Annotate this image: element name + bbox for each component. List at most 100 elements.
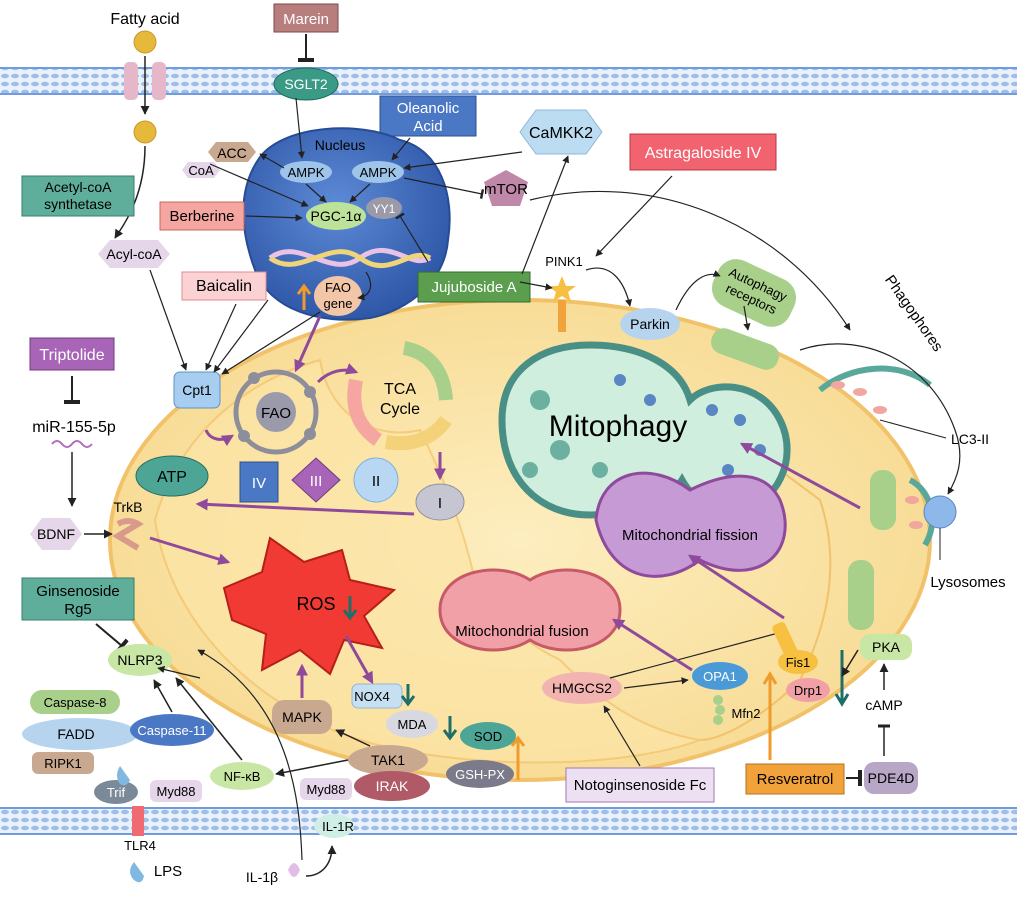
lps-icon [130, 862, 144, 883]
fatty-acid-icon-inner [133, 120, 157, 144]
ampk-left-label: AMPK [288, 165, 325, 180]
tca-label-1: TCA [384, 381, 416, 398]
yy1-node [366, 197, 402, 219]
acyl-coa-label: Acyl-coA [106, 246, 162, 262]
fatty-acid-label: Fatty acid [110, 11, 179, 28]
ripk1-node [32, 752, 94, 774]
mapk-label: MAPK [282, 709, 322, 725]
nucleus-label: Nucleus [315, 137, 366, 153]
complex-ii-label: II [372, 473, 380, 490]
mito-fusion-label: Mitochondrial fusion [455, 623, 588, 640]
jujuboside-label: Jujuboside A [431, 279, 516, 296]
mitochondrial-fission: Mitochondrial fission [594, 471, 787, 578]
pink1-label: PINK1 [545, 254, 583, 269]
nfkb-label: NF-κB [224, 769, 261, 784]
lysosomes-label: Lysosomes [930, 574, 1005, 591]
oleanolic-acid-box [379, 95, 477, 137]
parkin-label: Parkin [630, 316, 670, 332]
irak-node [354, 771, 430, 801]
pgc1a-label: PGC-1α [311, 208, 362, 224]
fao-gene-label-2: gene [324, 296, 353, 311]
notoginsenoside-label: Notoginsenoside Fc [574, 777, 707, 794]
mda-label: MDA [398, 717, 427, 732]
myd88-right-label: Myd88 [306, 782, 345, 797]
resveratrol-label: Resveratrol [757, 771, 834, 788]
bdnf-node [30, 518, 82, 550]
ginsenoside-label-2: Rg5 [64, 601, 92, 618]
fao-cycle [233, 369, 319, 455]
phagophores-label: Phagophores [881, 272, 946, 355]
mfn2-label: Mfn2 [732, 706, 761, 721]
parkin-node [620, 308, 680, 340]
autophagy-receptors-node [711, 259, 797, 327]
dna-helix-icon [268, 248, 432, 268]
bottom-membrane [0, 807, 1017, 835]
atp-label: ATP [157, 469, 187, 486]
atp-node [135, 455, 209, 497]
mirna-icon [51, 440, 93, 448]
acyl-coa-node [98, 240, 170, 268]
tca-label-2: Cycle [380, 401, 420, 418]
irak-label: IRAK [376, 778, 409, 794]
nfkb-node [210, 762, 274, 790]
ampk-left-node [280, 161, 332, 183]
complex-iv-node [239, 461, 279, 503]
il1r-node [314, 814, 354, 838]
pink1-star-icon [548, 276, 576, 302]
nlrp3-node [108, 644, 172, 676]
marein-box [273, 3, 339, 33]
yy1-label: YY1 [373, 202, 396, 216]
mitophagy-label: Mitophagy [549, 410, 687, 443]
mitochondrial-fusion: Mitochondrial fusion [438, 568, 622, 652]
mda-node [386, 710, 438, 738]
resveratrol-box [745, 763, 845, 795]
triptolide-box [29, 337, 115, 371]
notoginsenoside-box [565, 767, 715, 803]
fis1-label: Fis1 [786, 655, 811, 670]
camkk2-label: CaMKK2 [529, 125, 593, 142]
baicalin-label: Baicalin [196, 278, 252, 295]
oleanolic-label-1: Oleanolic [397, 100, 460, 117]
baicalin-box [181, 271, 267, 301]
myd88-left-label: Myd88 [156, 784, 195, 799]
sod-label: SOD [474, 729, 502, 744]
berberine-box [159, 201, 245, 231]
caspase11-node [130, 714, 214, 746]
fadd-label: FADD [57, 726, 94, 742]
caspase11-label: Caspase-11 [137, 723, 206, 738]
tlr4-label: TLR4 [124, 838, 156, 853]
trkb-label: TrkB [113, 499, 142, 515]
tlr4-receptor [132, 806, 144, 836]
complex-iii-node [291, 457, 341, 503]
marein-label: Marein [283, 11, 329, 28]
myd88-left-node [150, 780, 202, 802]
cpt1-node [173, 371, 221, 409]
complex-i-label: I [438, 495, 442, 512]
nox4-label: NOX4 [354, 689, 389, 704]
pde4d-node [864, 762, 918, 794]
berberine-label: Berberine [169, 208, 234, 225]
pka-node [860, 634, 912, 660]
ampk-right-label: AMPK [360, 165, 397, 180]
fao-label: FAO [261, 405, 291, 422]
il1r-label: IL-1R [322, 819, 354, 834]
hmgcs2-label: HMGCS2 [552, 680, 612, 696]
opa1-node [692, 662, 748, 690]
astragaloside-box [629, 133, 777, 171]
gsh-px-label: GSH-PX [455, 767, 505, 782]
fadd-node [22, 718, 138, 750]
triptolide-label: Triptolide [39, 347, 104, 364]
fao-gene-label-1: FAO [325, 280, 351, 295]
ginsenoside-box [21, 577, 135, 621]
mtor-node [484, 170, 528, 206]
fis1-node [778, 650, 818, 674]
mapk-node [272, 700, 332, 734]
caspase8-label: Caspase-8 [44, 695, 107, 710]
tak1-node [348, 745, 428, 775]
acetyl-coa-label-2: synthetase [44, 196, 112, 212]
phagophore-arc-1 [818, 365, 932, 393]
trif-label: Trif [107, 785, 126, 800]
mda-down-arrow-icon [442, 716, 458, 741]
coa-label: CoA [188, 163, 214, 178]
